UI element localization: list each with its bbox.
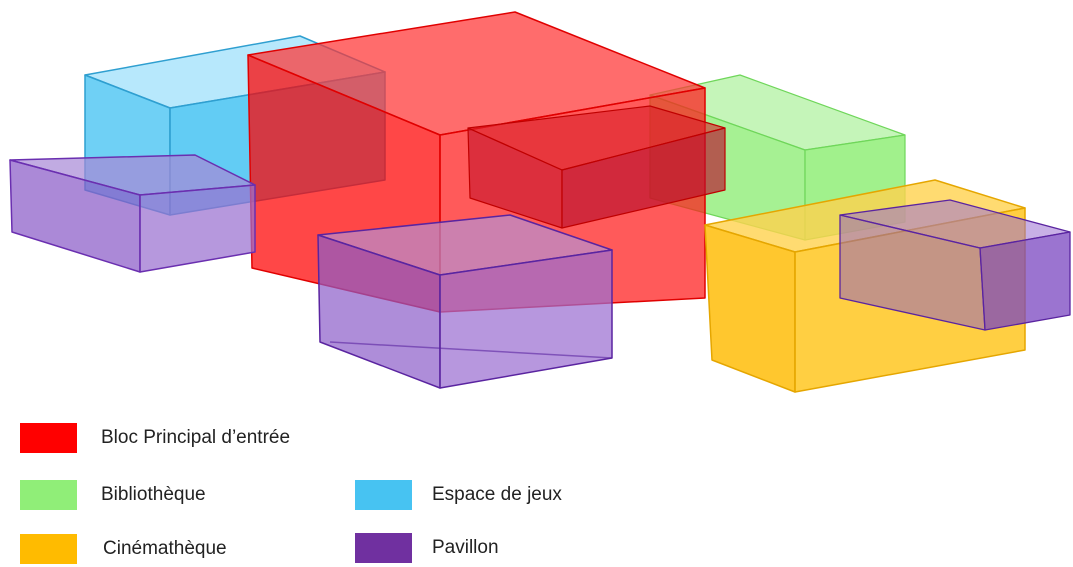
- legend-item-cinema: Cinémathèque: [20, 534, 227, 564]
- block-principal-annex: [467, 105, 726, 229]
- legend-item-espace: Espace de jeux: [355, 480, 562, 510]
- legend-label-bibliotheque: Bibliothèque: [101, 484, 206, 505]
- legend-swatch-espace: [355, 480, 412, 510]
- legend-swatch-principal: [20, 423, 77, 453]
- legend-label-espace: Espace de jeux: [432, 484, 562, 505]
- legend-swatch-cinema: [20, 534, 77, 564]
- legend-label-cinema: Cinémathèque: [103, 538, 227, 559]
- legend-item-bibliotheque: Bibliothèque: [20, 480, 206, 510]
- legend-swatch-pavillon: [355, 533, 412, 563]
- block-pavillon-right: [839, 199, 1071, 331]
- massing-diagram: [9, 11, 1071, 393]
- legend-swatch-bibliotheque: [20, 480, 77, 510]
- legend-item-principal: Bloc Principal d’entrée: [20, 423, 290, 453]
- block-pavillon-center: [317, 214, 613, 389]
- block-pavillon-left: [9, 154, 256, 273]
- legend-label-principal: Bloc Principal d’entrée: [101, 427, 291, 448]
- legend-item-pavillon: Pavillon: [355, 533, 499, 563]
- legend-label-pavillon: Pavillon: [432, 537, 499, 558]
